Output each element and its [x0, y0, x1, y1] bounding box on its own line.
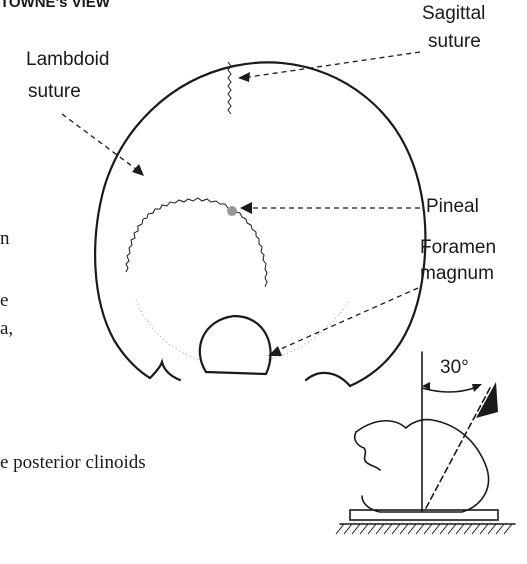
floor-hatching: [336, 524, 512, 534]
pineal-dot: [227, 206, 237, 216]
leader-foramen: [274, 288, 418, 352]
arrow-sagittal: [238, 72, 250, 82]
arrow-lambdoid: [132, 164, 144, 176]
label-foramen-line1: Foramen: [420, 236, 496, 260]
text-fragment-1: n: [0, 228, 10, 250]
leader-sagittal: [242, 52, 420, 78]
label-foramen-line2: magnum: [420, 262, 494, 286]
arrow-pineal: [240, 202, 252, 214]
label-sagittal-line2: suture: [428, 30, 481, 54]
label-angle: 30°: [440, 356, 469, 380]
skull-outline: [95, 62, 425, 386]
text-fragment-4: e posterior clinoids: [0, 452, 146, 474]
skull-outline-left-hook: [150, 362, 180, 380]
label-lambdoid-line1: Lambdoid: [26, 48, 109, 72]
text-fragment-3: a,: [0, 318, 13, 340]
angle-arrow-right: [472, 384, 482, 392]
text-fragment-2: e: [0, 290, 8, 312]
label-pineal: Pineal: [426, 195, 479, 219]
leader-lambdoid: [62, 114, 140, 172]
label-lambdoid-line2: suture: [28, 80, 81, 104]
foramen-magnum-shape: [200, 316, 271, 374]
inner-dotted-arc: [136, 300, 350, 360]
beam-arrow: [476, 382, 498, 418]
lambdoid-suture: [126, 198, 267, 287]
sagittal-suture: [228, 62, 231, 114]
angled-beam: [426, 388, 490, 508]
label-sagittal-line1: Sagittal: [422, 2, 485, 26]
